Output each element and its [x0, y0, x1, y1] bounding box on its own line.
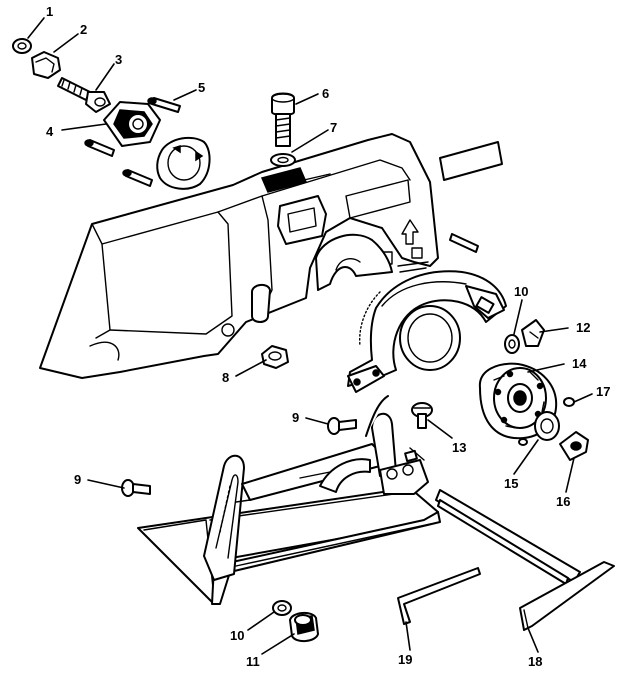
- part-17-nut: [563, 397, 575, 407]
- callout-16: 16: [556, 494, 570, 509]
- part-6-cap-screw: [271, 92, 295, 147]
- callout-9-upper: 9: [292, 410, 299, 425]
- callout-15: 15: [504, 476, 518, 491]
- part-10-washer-lower: [272, 600, 292, 616]
- part-19-hex-key: [397, 567, 481, 625]
- part-15-washer: [534, 411, 560, 441]
- part-9-screw-upper: [327, 417, 357, 435]
- part-5-screws: [84, 97, 181, 187]
- callout-18: 18: [528, 654, 542, 669]
- callout-labels: 1 2 3 4 5 6 7 8 9 9 10 10 11 12 13 14 15…: [46, 4, 610, 669]
- callout-11: 11: [246, 654, 260, 669]
- part-10-washer-upper: [504, 334, 520, 354]
- callout-17: 17: [596, 384, 610, 399]
- callout-1: 1: [46, 4, 53, 19]
- callout-4: 4: [46, 124, 54, 139]
- callout-5: 5: [198, 80, 205, 95]
- callout-13: 13: [452, 440, 466, 455]
- spring-pin: [449, 233, 479, 253]
- callout-3: 3: [115, 52, 122, 67]
- part-16-cap-screw: [559, 431, 589, 461]
- callout-10-lower: 10: [230, 628, 244, 643]
- part-13-thumb-screw: [411, 402, 433, 429]
- callout-6: 6: [322, 86, 329, 101]
- flange-ring: [156, 136, 211, 190]
- lower-guard: [347, 270, 507, 393]
- callout-12: 12: [576, 320, 590, 335]
- base-shoe: [137, 395, 441, 605]
- callout-9-lower: 9: [74, 472, 81, 487]
- part-7-washer: [270, 153, 296, 167]
- part-11-knurled-knob: [289, 612, 319, 642]
- part-8-nut: [261, 345, 289, 369]
- part-9-screw-lower: [121, 479, 151, 497]
- part-3-bolt: [57, 77, 111, 113]
- part-1-washer: [12, 38, 32, 54]
- callout-19: 19: [398, 652, 412, 667]
- callout-10-upper: 10: [514, 284, 528, 299]
- part-2-nut: [31, 51, 61, 79]
- part-12-clamp: [521, 319, 545, 347]
- callout-7: 7: [330, 120, 337, 135]
- window-label: [439, 141, 503, 181]
- callout-8: 8: [222, 370, 229, 385]
- part-18-rip-fence: [435, 489, 615, 631]
- leader-lines: [27, 17, 593, 655]
- callout-2: 2: [80, 22, 87, 37]
- upper-guard-housing: [39, 133, 439, 379]
- callout-14: 14: [572, 356, 587, 371]
- small-nut: [518, 438, 528, 446]
- part-4-spindle-nut: [103, 101, 161, 147]
